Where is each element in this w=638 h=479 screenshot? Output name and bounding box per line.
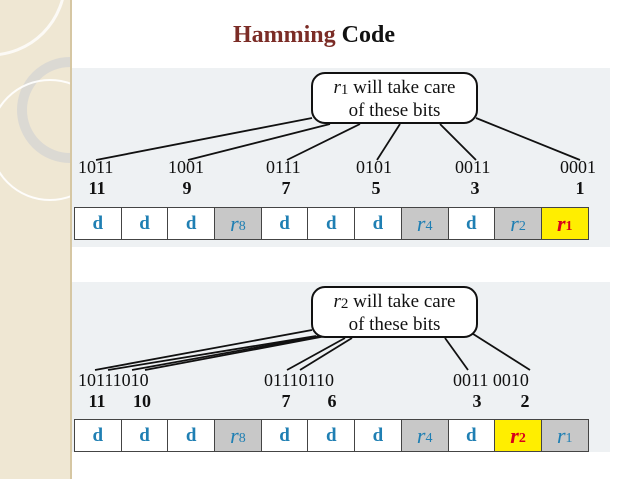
binary-label: 0111	[266, 157, 301, 177]
connector-r1-3	[439, 123, 477, 161]
title-hamming: Hamming	[232, 22, 336, 48]
connector-r2-11a	[94, 329, 313, 371]
data-bit-cell: d	[74, 419, 122, 452]
data-bit-cell: d	[260, 207, 309, 240]
connector-r1-11	[95, 117, 313, 161]
data-bit-cell: d	[74, 207, 122, 240]
data-bit-cell: d	[120, 207, 169, 240]
connector-r1-1	[475, 117, 581, 161]
connector-r2-6	[299, 337, 353, 371]
connector-r2-10b	[144, 335, 327, 371]
binary-label: 0011	[455, 157, 491, 177]
binary-label: 0001	[560, 157, 596, 177]
position-number: 1	[575, 178, 585, 198]
position-number: 3	[472, 391, 482, 411]
title-code: Code	[341, 22, 395, 48]
data-bit-cell: d	[354, 207, 402, 240]
connector-r1-9	[187, 123, 331, 161]
connector-r1-5	[376, 123, 401, 161]
position-number: 9	[182, 178, 192, 198]
binary-label: 0011 0010	[453, 370, 529, 390]
data-bit-cell: d	[167, 207, 216, 240]
position-number: 10	[133, 391, 151, 411]
binary-label: 01110110	[264, 370, 334, 390]
position-number: 2	[520, 391, 530, 411]
binary-label: 1011	[78, 157, 114, 177]
position-number: 3	[470, 178, 480, 198]
data-bit-cell: d	[167, 419, 216, 452]
decorative-sidebar	[0, 0, 72, 479]
position-number: 6	[327, 391, 337, 411]
sidebar-divider	[70, 0, 72, 479]
connector-r1-7	[286, 123, 361, 161]
data-bit-cell: d	[354, 419, 402, 452]
callout-bubble-r2: r2 will take care of these bits	[311, 286, 478, 338]
connector-r2-7	[286, 337, 346, 371]
position-number: 7	[281, 391, 291, 411]
connector-r2-10a	[131, 335, 321, 371]
position-number: 5	[371, 178, 381, 198]
position-number: 7	[281, 178, 291, 198]
connector-r2-11b	[107, 335, 317, 371]
binary-label: 10111010	[78, 370, 149, 390]
data-bit-cell: d	[307, 419, 356, 452]
data-bit-cell: d	[260, 419, 309, 452]
position-number: 11	[88, 178, 106, 198]
position-number: 11	[88, 391, 106, 411]
data-bit-cell: d	[120, 419, 169, 452]
data-bit-cell: d	[307, 207, 356, 240]
binary-label: 0101	[356, 157, 392, 177]
connector-r2-3	[444, 337, 469, 371]
callout-bubble-r1: r1 will take care of these bits	[311, 72, 478, 124]
binary-label: 1001	[168, 157, 204, 177]
connector-r2-2	[469, 331, 531, 371]
data-bit-cell: d	[447, 207, 496, 240]
data-bit-cell: d	[447, 419, 496, 452]
page-title: Hamming Code	[0, 22, 633, 49]
